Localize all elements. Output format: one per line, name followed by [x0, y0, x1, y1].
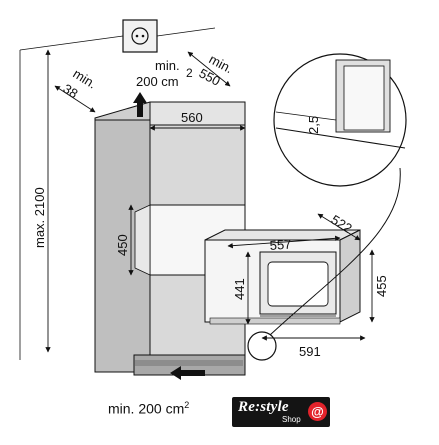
dim-line-38 — [54, 85, 96, 113]
vent-top-superscript: 2 — [186, 66, 193, 80]
niche-height-450: 450 — [115, 234, 130, 256]
restyle-shop-logo: Re:style Shop @ — [232, 397, 330, 427]
wall-lines — [19, 27, 216, 360]
unit-body-height-441: 441 — [232, 278, 247, 300]
dim-line-522 — [317, 213, 361, 241]
vent-bottom-text: min. 200 cm — [108, 400, 185, 417]
vent-top-arrow-icon — [133, 92, 147, 117]
vent-top-label-2: 200 cm — [136, 74, 179, 89]
detail-callout — [247, 53, 407, 361]
side-value: 38 — [60, 81, 80, 101]
unit-front-height-455: 455 — [374, 275, 389, 297]
logo-badge-icon: @ — [308, 402, 327, 421]
power-socket-icon — [122, 19, 158, 53]
vent-top-label-1: min. — [155, 58, 180, 73]
gap-2-5: 2,5 — [306, 116, 321, 134]
unit-width-557: 557 — [269, 237, 292, 253]
vent-bottom-superscript: 2 — [184, 400, 190, 410]
vent-bottom-label: min. 200 cm2 — [108, 400, 189, 417]
dim-line-550 — [187, 51, 231, 87]
logo-sub-text: Shop — [282, 415, 301, 424]
height-max-2100: max. 2100 — [32, 187, 47, 248]
vent-bottom-arrow-icon — [170, 366, 205, 380]
logo-main-text: Re:style — [238, 399, 289, 415]
width-560: 560 — [181, 110, 203, 125]
unit-bottom-width-591: 591 — [299, 344, 321, 359]
